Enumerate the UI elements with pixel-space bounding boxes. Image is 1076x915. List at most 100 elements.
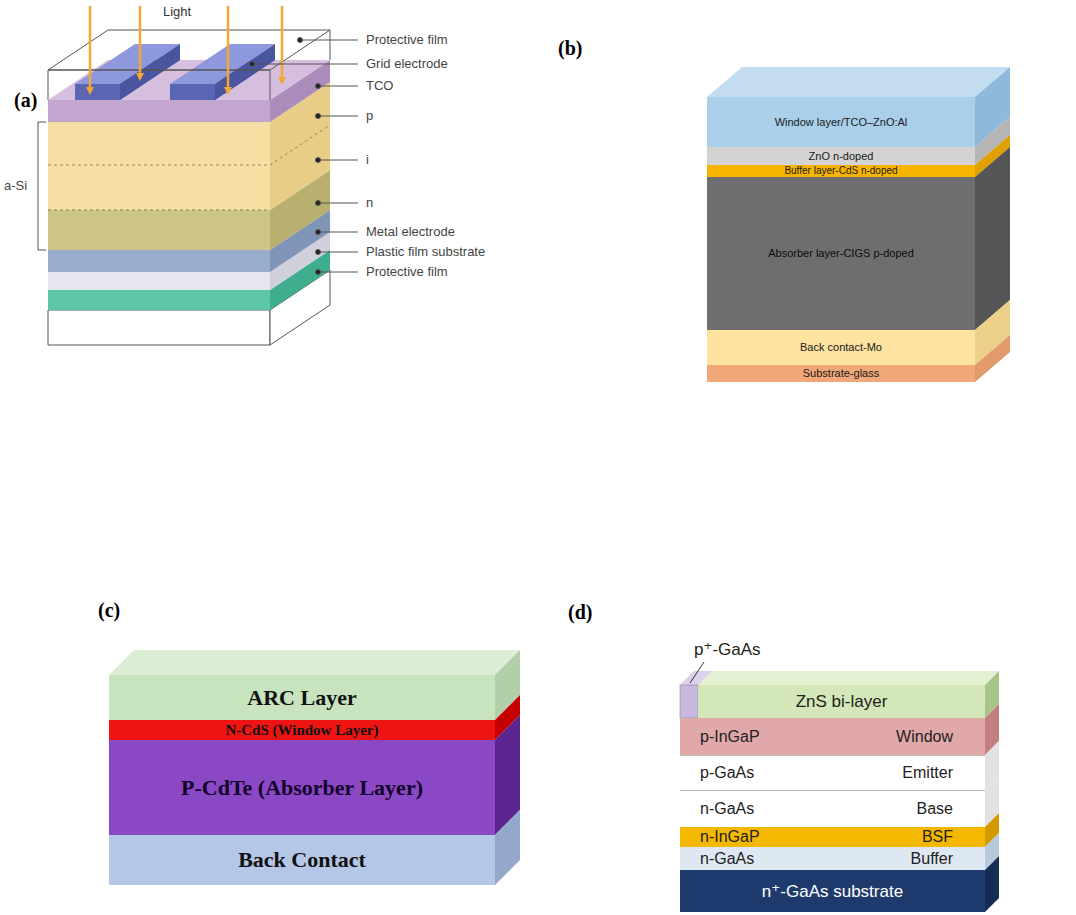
layer-band: ZnS bi-layer [698,685,985,718]
cigs-cell-sides-part [975,335,1010,382]
callout-label: n [364,195,375,211]
callout-label: Plastic film substrate [364,244,487,260]
asi-cell-illustration [38,6,358,345]
asi-cell-illustration-part-part [300,40,358,41]
cigs-cell-sides [707,67,1010,382]
layer-band: n-GaAs Base [680,790,985,827]
asi-cell-illustration-part-part [252,64,358,65]
layer-label: ZnS bi-layer [796,693,888,710]
layer-label: ZnO n-doped [809,151,874,162]
asi-cell-illustration-part-part [250,62,255,67]
layer-label: N-CdS (Window Layer) [225,723,378,738]
cdte-cell-sides-part [495,810,520,885]
asi-cell-illustration-part [215,44,275,100]
layer-label: p-GaAs [700,765,754,781]
callout-label: Grid electrode [364,56,450,72]
asi-cell-illustration-part [170,84,215,100]
layer-label: Absorber layer-CIGS p-doped [768,248,914,259]
layer-label: Buffer [911,851,953,867]
asi-cell-illustration-part [48,70,49,100]
layer-band: ARC Layer [109,675,495,720]
asi-cell-illustration-part-part [316,84,321,89]
asi-cell-illustration-part-part [316,158,321,163]
asi-cell-illustration-part [48,310,270,345]
asi-cell-illustration-part [48,272,270,290]
gaas-cell-sides-part [680,685,698,718]
asi-cell-illustration-part [270,125,330,165]
asi-cell-illustration-part [281,6,284,82]
cigs-cell-sides-part [975,147,1010,330]
asi-cell-illustration-part-part [318,232,358,233]
gaas-cell-sides-part [680,671,999,685]
layer-label: n-InGaP [700,829,760,845]
asi-cell-illustration-part-part [316,114,321,119]
asi-cell-illustration-part-part [316,250,321,255]
asi-cell-illustration-part [48,250,270,272]
panel-letter: (a) [14,88,37,112]
layer-label: n-GaAs [700,801,754,817]
asi-cell-illustration-part [48,210,270,250]
layer-label: Back contact-Mo [800,342,882,353]
asi-cell-illustration-part-part [318,86,358,87]
asi-cell-illustration-part [48,100,270,122]
layer-label: Base [917,801,953,817]
layer-band: ZnO n-doped [707,147,975,165]
callout-label: p [364,108,375,124]
asi-cell-illustration-part [250,38,359,275]
callout-label: i [364,152,371,168]
asi-cell-illustration-part [48,70,270,71]
callout-label: Protective film [364,32,450,48]
callout-label: p⁺-GaAs [694,640,761,660]
layer-band: p-GaAs Emitter [680,755,985,790]
layer-label: p-InGaP [700,729,760,745]
callout-label: Metal electrode [364,224,457,240]
layer-band: P-CdTe (Absorber Layer) [109,740,495,835]
asi-cell-illustration-part [38,122,46,250]
layer-label: n-GaAs [700,851,754,867]
cdte-cell-sides [109,650,520,885]
asi-cell-illustration-part [330,30,331,60]
panel-letter: (c) [98,598,120,622]
asi-cell-illustration-part [48,290,270,310]
asi-cell-illustration-part-part [318,252,358,253]
layer-label: ARC Layer [247,687,356,709]
cigs-cell-sides-part [707,67,1010,97]
asi-cell-illustration-part [75,84,120,100]
layer-label: Substrate-glass [803,368,879,379]
layer-band: p-InGaP Window [680,718,985,755]
layer-label: Window [896,729,953,745]
layer-band: n-InGaP BSF [680,827,985,847]
asi-cell-illustration-part-part [316,201,321,206]
panel-letter: (b) [558,36,582,60]
asi-cell-illustration-part [139,6,142,78]
asi-cell-illustration-part-part [318,272,358,273]
layer-band: Substrate-glass [707,365,975,382]
gaas-cell-sides-part [690,662,704,683]
asi-cell-illustration-part [48,122,270,210]
asi-cell-illustration-part [270,70,271,100]
layer-band: Absorber layer-CIGS p-doped [707,177,975,330]
callout-label: a-Si [4,178,27,194]
layer-band: N-CdS (Window Layer) [109,720,495,740]
asi-cell-illustration-part [48,165,270,166]
layer-band: n-GaAs Buffer [680,847,985,870]
layer-label: P-CdTe (Absorber Layer) [181,777,423,799]
layer-label: Window layer/TCO–ZnO:Al [775,117,908,128]
layer-band: Window layer/TCO–ZnO:Al [707,97,975,147]
asi-cell-illustration-part-part [318,116,358,117]
gaas-cell-sides-part [985,856,999,912]
callout-label: Protective film [364,264,450,280]
asi-cell-illustration-part-part [316,230,321,235]
asi-cell-illustration-part-part [318,160,358,161]
layer-label: Emitter [902,765,953,781]
asi-cell-illustration-part [89,6,92,92]
layer-band: Back Contact [109,835,495,885]
layer-label: BSF [922,829,953,845]
asi-cell-illustration-part [48,210,270,211]
asi-cell-illustration-part-part [316,270,321,275]
callout-label: Light [163,4,191,20]
layer-band: Buffer layer-CdS n-doped [707,165,975,177]
cdte-cell-sides-part [109,650,520,675]
layer-band: Back contact-Mo [707,330,975,365]
